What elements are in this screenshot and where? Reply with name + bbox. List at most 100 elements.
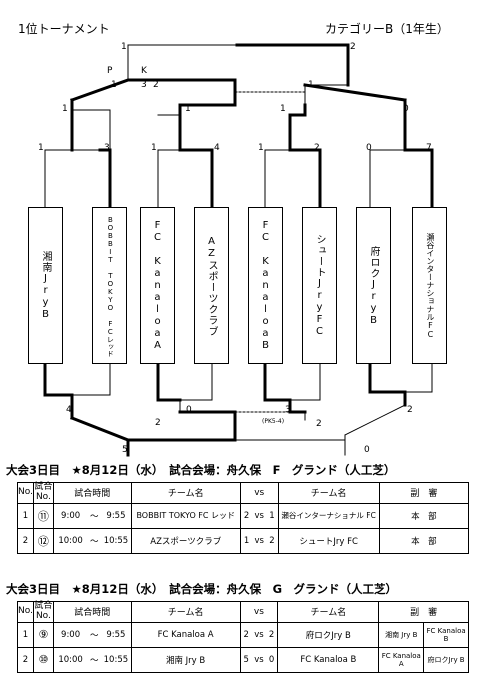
start-time: 10:00 xyxy=(52,527,88,554)
match-no: ⑩ xyxy=(32,646,54,673)
team-name: 府ロクJryB xyxy=(368,245,379,327)
table-row: 2 ⑩ 10:00 ～ 10:55 湘南 Jry B 5 vs 0 FC Kan… xyxy=(17,646,469,673)
team-name: 湘南JryB xyxy=(40,251,51,321)
end-time: 9:55 xyxy=(101,502,132,529)
score1: 2 xyxy=(239,502,253,529)
team2: シュートJry FC xyxy=(277,527,380,554)
bottom-right-mid-score: 3 xyxy=(285,405,291,415)
match-no: ⑨ xyxy=(32,621,54,648)
bottom-left-mid-score: 0 xyxy=(186,405,192,415)
score2: 2 xyxy=(265,621,279,648)
bottom-left-outer-score: 4 xyxy=(66,405,72,415)
time-tilde: ～ xyxy=(87,502,102,529)
r1-score-6: 2 xyxy=(314,143,320,153)
r1-score-4: 4 xyxy=(214,143,220,153)
table-row: 2 ⑫ 10:00 ～ 10:55 AZスポーツクラブ 1 vs 2 シュートJ… xyxy=(17,527,470,554)
team-box-2: BOBBIT TOKYO FCレッド xyxy=(92,207,127,364)
team1: FC Kanaloa A xyxy=(130,621,241,648)
time-tilde: ～ xyxy=(87,621,102,648)
pk-note: (PK5-4) xyxy=(262,418,285,425)
header-match-no: 試合No. xyxy=(32,601,54,623)
schedule-f-title: 大会3日目 ★8月12日（水） 試合会場：舟久保 F グランド（人工芝） xyxy=(6,463,396,477)
schedule-g-table: No. 試合No. 試合時間 チーム名 vs チーム名 副 審 1 ⑨ 9:00… xyxy=(17,601,469,673)
score2: 2 xyxy=(266,527,279,554)
header-team1: チーム名 xyxy=(130,482,241,504)
bottom-right-outer-score: 2 xyxy=(407,405,413,415)
header-ref: 副 審 xyxy=(378,482,470,504)
team1: BOBBIT TOKYO FC レッド xyxy=(130,502,241,529)
header-time: 試合時間 xyxy=(52,601,132,623)
header-vs: vs xyxy=(239,601,279,623)
qf-score-2: 1 xyxy=(185,104,191,114)
referee-1: FC Kanaloa A xyxy=(378,646,425,673)
score2: 0 xyxy=(265,646,279,673)
header-match-no: 試合No. xyxy=(32,482,54,504)
table-row: 1 ⑪ 9:00 ～ 9:55 BOBBIT TOKYO FC レッド 2 vs… xyxy=(17,502,470,529)
end-time: 10:55 xyxy=(101,646,132,673)
start-time: 9:00 xyxy=(52,621,88,648)
final-right-score: 2 xyxy=(350,42,356,52)
score1: 2 xyxy=(239,621,252,648)
header-team1: チーム名 xyxy=(130,601,241,623)
team1: 湘南 Jry B xyxy=(130,646,241,673)
start-time: 9:00 xyxy=(52,502,88,529)
header-no: No. xyxy=(17,601,34,623)
header-no: No. xyxy=(17,482,34,504)
row-no: 2 xyxy=(17,646,34,673)
semi-right-score: 1 xyxy=(308,80,314,90)
score1: 1 xyxy=(239,527,253,554)
bracket-lines xyxy=(43,43,434,457)
team-name: AZスポーツクラブ xyxy=(206,235,217,337)
r1-score-1: 1 xyxy=(38,143,44,153)
score2: 1 xyxy=(266,502,279,529)
team-box-7: 府ロクJryB xyxy=(356,207,391,364)
schedule-g-title: 大会3日目 ★8月12日（水） 試合会場：舟久保 G グランド（人工芝） xyxy=(6,582,398,596)
match-no: ⑫ xyxy=(32,527,54,554)
final-left-score: 1 xyxy=(121,42,127,52)
bottom-final-right-score: 0 xyxy=(364,445,370,455)
vs-label: vs xyxy=(252,502,267,529)
team-box-3: FC KanaloaA xyxy=(140,207,175,364)
referee: 本 部 xyxy=(378,527,470,554)
pk-label-k: K xyxy=(141,66,147,76)
end-time: 9:55 xyxy=(101,621,132,648)
header-vs: vs xyxy=(239,482,279,504)
referee-2: FC Kanaloa B xyxy=(423,621,469,648)
team-box-4: AZスポーツクラブ xyxy=(194,207,229,364)
team-box-5: FC KanaloaB xyxy=(248,207,283,364)
time-tilde: ～ xyxy=(87,646,102,673)
header-team2: チーム名 xyxy=(277,601,380,623)
header-time: 試合時間 xyxy=(52,482,132,504)
referee-2: 府ロクJry B xyxy=(423,646,469,673)
r1-score-7: 0 xyxy=(366,143,372,153)
r1-score-8: 7 xyxy=(426,143,432,153)
score1: 5 xyxy=(239,646,252,673)
team-box-8: 瀬谷インターナショナルFC xyxy=(412,207,447,364)
team-name: FC KanaloaB xyxy=(260,220,271,352)
match-no: ⑪ xyxy=(32,502,54,529)
table-row: 1 ⑨ 9:00 ～ 9:55 FC Kanaloa A 2 vs 2 府ロクJ… xyxy=(17,621,469,648)
header-ref: 副 審 xyxy=(378,601,469,623)
referee: 本 部 xyxy=(378,502,470,529)
row-no: 2 xyxy=(17,527,34,554)
team2: 瀬谷インターナショナル FC xyxy=(277,502,380,529)
row-no: 1 xyxy=(17,502,34,529)
bottom-left-inner-score: 2 xyxy=(155,418,161,428)
header-team2: チーム名 xyxy=(277,482,380,504)
r1-score-5: 1 xyxy=(258,143,264,153)
schedule-f-table: No. 試合No. 試合時間 チーム名 vs チーム名 副 審 1 ⑪ 9:00… xyxy=(17,482,470,554)
r1-score-2: 3 xyxy=(104,143,110,153)
tournament-title: 1位トーナメント xyxy=(18,22,110,36)
category-title: カテゴリーB（1年生） xyxy=(325,22,449,36)
row-no: 1 xyxy=(17,621,34,648)
time-tilde: ～ xyxy=(87,527,102,554)
vs-label: vs xyxy=(252,527,267,554)
pk-label-p: P xyxy=(107,66,113,76)
team1: AZスポーツクラブ xyxy=(130,527,241,554)
team-name: 瀬谷インターナショナルFC xyxy=(425,233,435,339)
team-name: シュートJryFC xyxy=(314,234,325,338)
team-box-6: シュートJryFC xyxy=(302,207,337,364)
team-name: BOBBIT TOKYO FCレッド xyxy=(106,215,115,357)
team-box-1: 湘南JryB xyxy=(28,207,63,364)
semi-left-score: 2 xyxy=(153,80,159,90)
